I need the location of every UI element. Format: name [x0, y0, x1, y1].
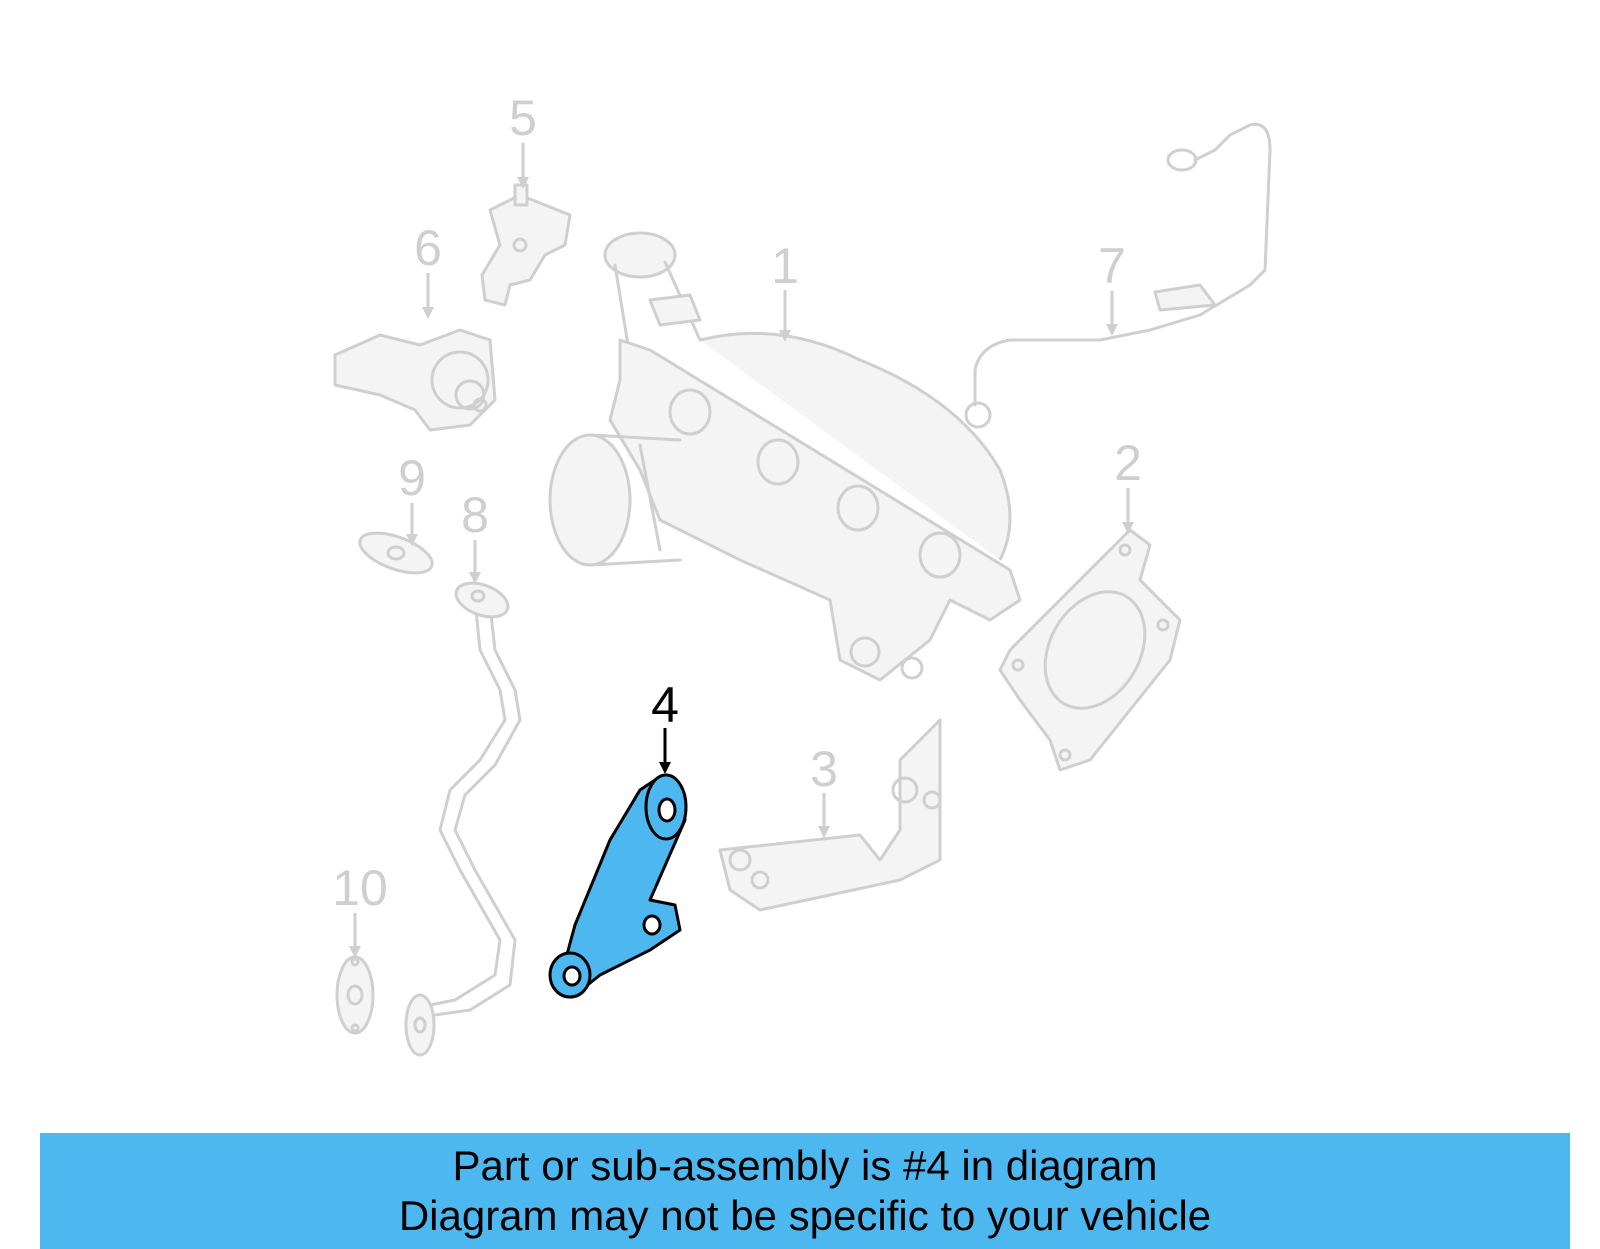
callout-7: 7: [1098, 238, 1126, 336]
oil-pipe-part-8[interactable]: [404, 577, 522, 1057]
callout-number: 2: [1114, 435, 1142, 491]
valve-part-5[interactable]: [480, 183, 572, 307]
bracket-part-3[interactable]: [718, 718, 942, 912]
small-gasket-part-9[interactable]: [355, 525, 437, 581]
callout-3: 3: [810, 741, 838, 838]
callout-8: 8: [461, 487, 489, 584]
support-bracket-part-4[interactable]: [548, 773, 688, 999]
callout-number: 5: [509, 90, 537, 146]
callout-number: 7: [1098, 238, 1126, 294]
callout-number: 4: [651, 677, 679, 733]
callout-number: 8: [461, 487, 489, 543]
callout-number: 3: [810, 741, 838, 797]
caption-banner: Part or sub-assembly is #4 in diagram Di…: [40, 1133, 1570, 1249]
callout-1: 1: [771, 238, 799, 342]
round-gasket-part-10[interactable]: [335, 955, 375, 1035]
turbocharger-part-1[interactable]: [548, 231, 1022, 682]
gasket-part-2[interactable]: [998, 528, 1182, 772]
actuator-part-6[interactable]: [333, 328, 497, 432]
callout-10: 10: [332, 860, 388, 958]
callout-number: 1: [771, 238, 799, 294]
callout-6: 6: [414, 220, 442, 319]
caption-line-1: Part or sub-assembly is #4 in diagram: [452, 1142, 1158, 1189]
callout-2: 2: [1114, 435, 1142, 534]
callout-number: 10: [332, 860, 388, 916]
callout-number: 9: [398, 450, 426, 506]
sensor-wire-part-7[interactable]: [964, 122, 1272, 429]
caption-line-2: Diagram may not be specific to your vehi…: [398, 1192, 1212, 1239]
callout-9: 9: [398, 450, 426, 546]
callout-number: 6: [414, 220, 442, 276]
callout-5: 5: [509, 90, 537, 189]
callout-4: 4: [651, 677, 679, 774]
